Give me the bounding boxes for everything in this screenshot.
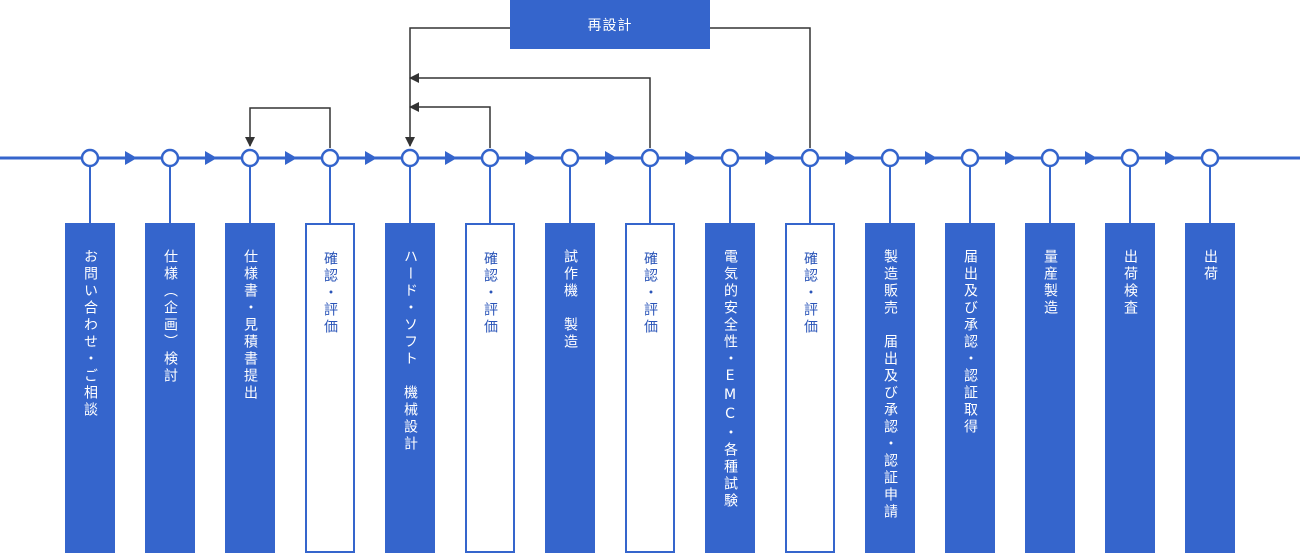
step-label: 確認・評価 (482, 251, 498, 336)
step-label: 製造販売 届出及び承認・認証申請 (882, 249, 898, 521)
step-node (1120, 148, 1140, 168)
step-label: お問い合わせ・ご相談 (82, 249, 98, 419)
step-box: 量産製造 (1025, 223, 1075, 553)
feedback-loop-redesign-out (405, 27, 510, 147)
step-node (80, 148, 100, 168)
flow-arrow (525, 151, 537, 165)
flow-arrow (125, 151, 137, 165)
flow-arrow (1085, 151, 1097, 165)
step-label: 電気的安全性・EMC・各種試験 (722, 249, 738, 510)
flow-arrow (1165, 151, 1177, 165)
step-label: 確認・評価 (322, 251, 338, 336)
step-label: 確認・評価 (802, 251, 818, 336)
step-label: 量産製造 (1042, 249, 1058, 317)
step-label: ハード・ソフト 機械設計 (402, 249, 418, 453)
feedback-loop-spec (245, 107, 331, 148)
step-box: 確認・評価 (785, 223, 835, 553)
step-node (160, 148, 180, 168)
step-box: 確認・評価 (305, 223, 355, 553)
flow-arrow (1005, 151, 1017, 165)
step-box: 試作機 製造 (545, 223, 595, 553)
flow-arrow (605, 151, 617, 165)
step-label: 出荷検査 (1122, 249, 1138, 317)
step-node (240, 148, 260, 168)
feedback-loop-prototype (409, 102, 491, 148)
flow-arrow (365, 151, 377, 165)
step-label: 仕様書・見積書提出 (242, 249, 258, 402)
step-node (800, 148, 820, 168)
step-label: 試作機 製造 (562, 249, 578, 351)
step-node (880, 148, 900, 168)
step-label: 届出及び承認・認証取得 (962, 249, 978, 436)
feedback-loop-safety (409, 73, 651, 148)
flow-arrow (685, 151, 697, 165)
step-node (400, 148, 420, 168)
step-box: 仕様（企画）検討 (145, 223, 195, 553)
step-box: 出荷 (1185, 223, 1235, 553)
step-node (1040, 148, 1060, 168)
redesign-box: 再設計 (510, 0, 710, 49)
step-box: 確認・評価 (625, 223, 675, 553)
feedback-loop-redesign-in (710, 27, 811, 148)
step-node (720, 148, 740, 168)
step-box: 出荷検査 (1105, 223, 1155, 553)
redesign-label: 再設計 (587, 17, 633, 34)
step-box: 電気的安全性・EMC・各種試験 (705, 223, 755, 553)
step-node (640, 148, 660, 168)
step-box: 確認・評価 (465, 223, 515, 553)
step-node (960, 148, 980, 168)
step-box: 製造販売 届出及び承認・認証申請 (865, 223, 915, 553)
flow-arrow (765, 151, 777, 165)
step-node (320, 148, 340, 168)
flow-arrow (445, 151, 457, 165)
step-label: 仕様（企画）検討 (162, 249, 178, 385)
step-box: ハード・ソフト 機械設計 (385, 223, 435, 553)
step-box: お問い合わせ・ご相談 (65, 223, 115, 553)
flow-arrow (205, 151, 217, 165)
step-label: 確認・評価 (642, 251, 658, 336)
flow-arrow (925, 151, 937, 165)
step-box: 届出及び承認・認証取得 (945, 223, 995, 553)
step-box: 仕様書・見積書提出 (225, 223, 275, 553)
step-label: 出荷 (1202, 249, 1218, 283)
flow-arrow (845, 151, 857, 165)
step-node (1200, 148, 1220, 168)
step-node (480, 148, 500, 168)
flow-arrow (285, 151, 297, 165)
step-node (560, 148, 580, 168)
